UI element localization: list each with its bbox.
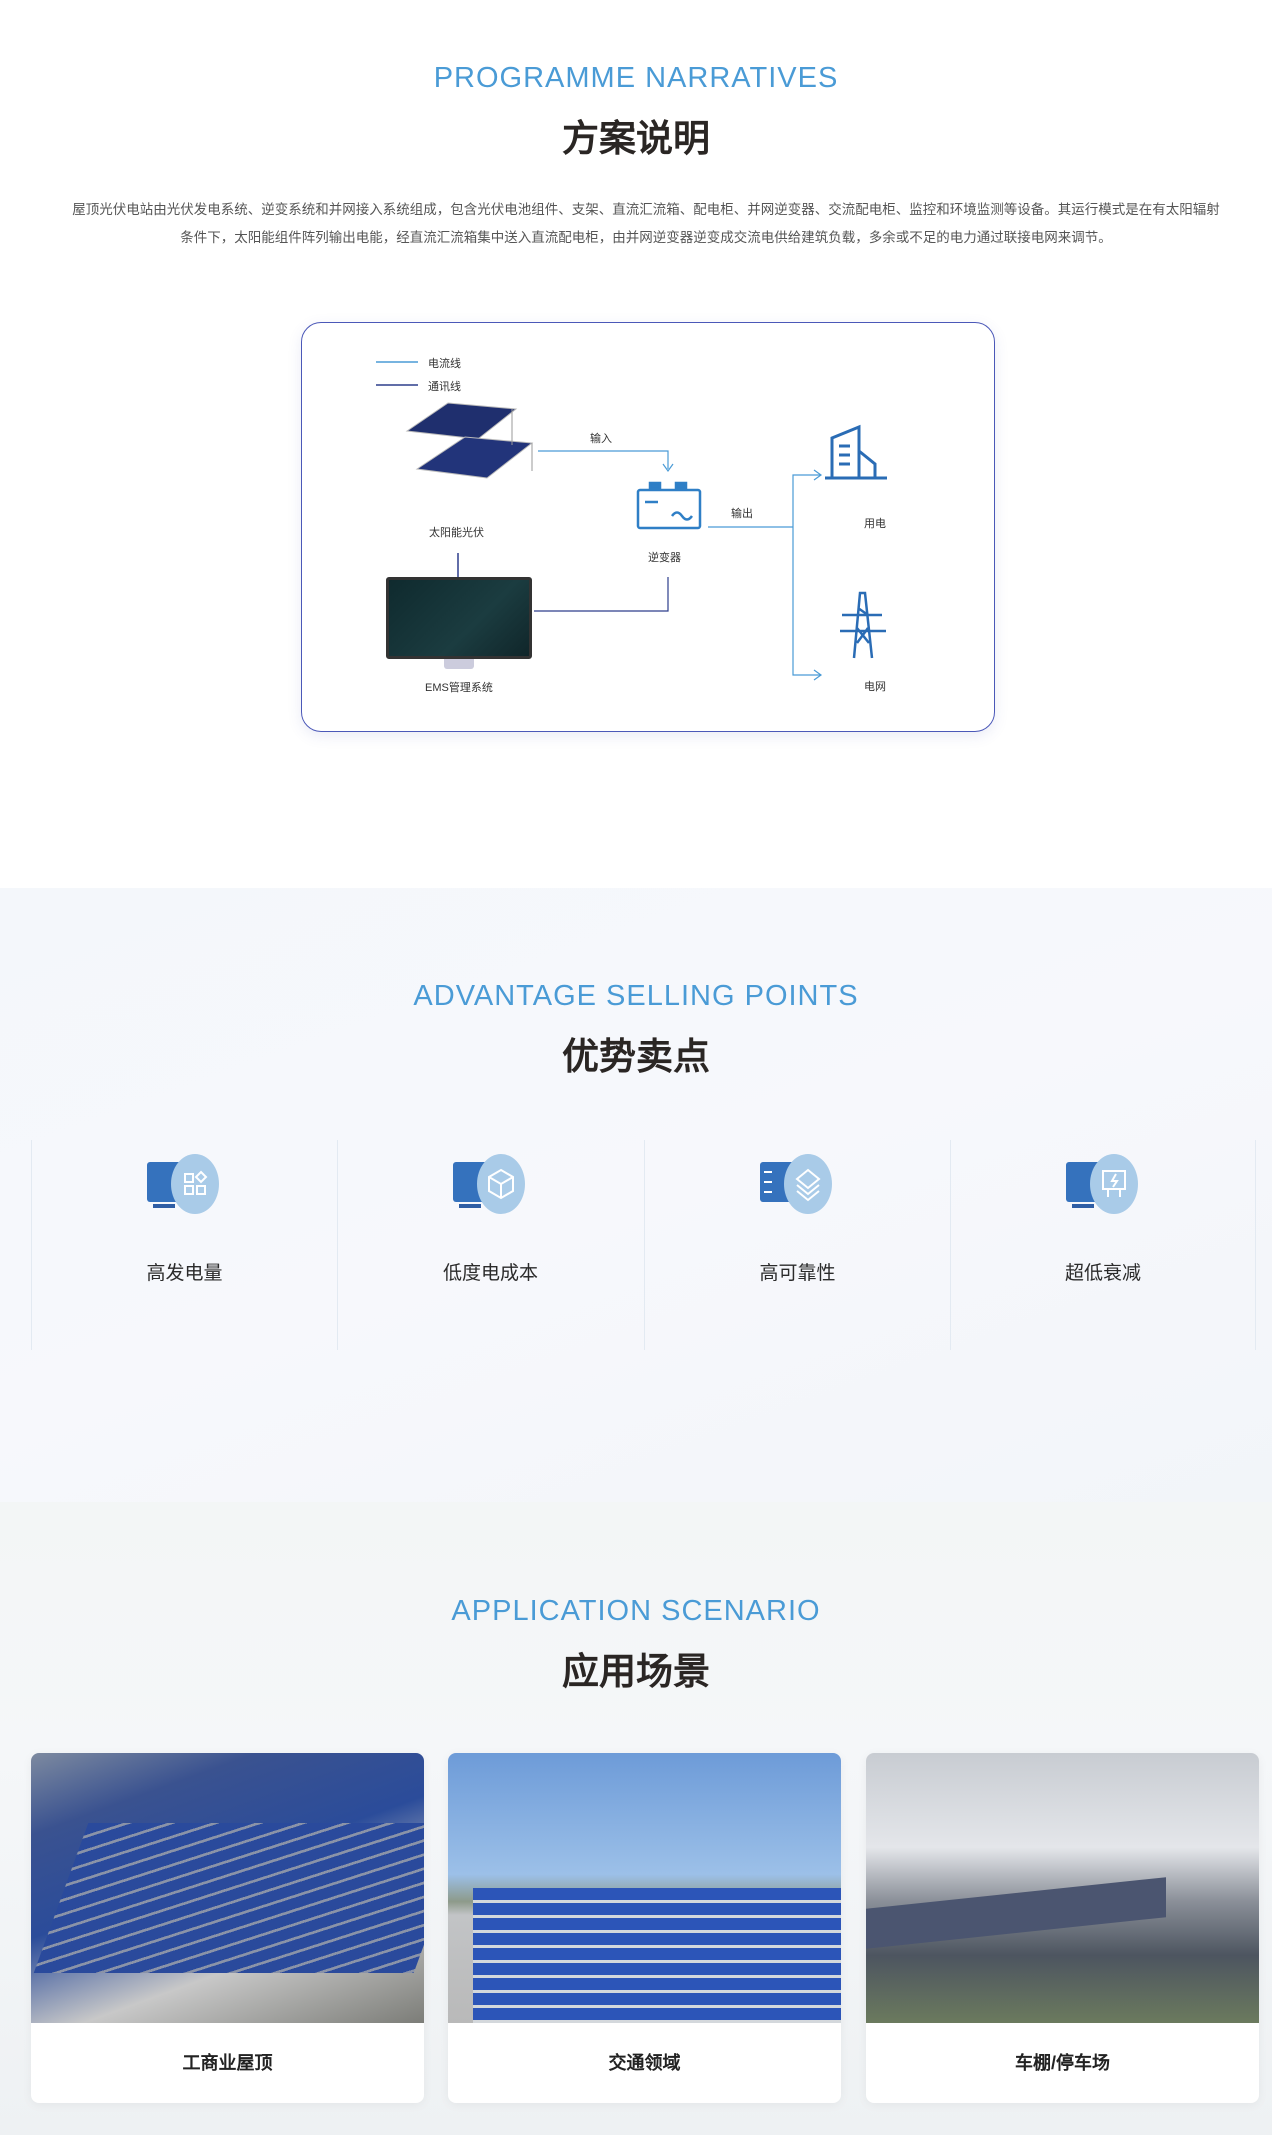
inverter-label: 逆变器	[648, 552, 681, 564]
scenario-label: 车棚/停车场	[1014, 2053, 1110, 2073]
advantage-label: 低度电成本	[442, 1263, 538, 1284]
advantage-item: 超低衰减	[950, 1140, 1256, 1350]
advantage-item: 高可靠性	[644, 1140, 950, 1350]
programme-description: 屋顶光伏电站由光伏发电系统、逆变系统和并网接入系统组成，包含光伏电池组件、支架、…	[30, 196, 1262, 252]
scenario-card[interactable]: 交通领域	[448, 1753, 841, 2103]
ems-label: EMS管理系统	[425, 682, 493, 694]
input-arrow	[538, 450, 669, 469]
advantage-label: 高发电量	[146, 1263, 223, 1284]
solar-panel-icon	[405, 402, 534, 479]
advantage-label: 超低衰减	[1064, 1263, 1141, 1284]
advantage-item: 低度电成本	[337, 1140, 643, 1350]
rooftop-photo	[31, 1753, 424, 2023]
scenarios-cn-title: 应用场景	[562, 1651, 710, 1692]
description-line: 条件下，太阳能组件阵列输出电能，经直流汇流箱集中送入直流配电柜，由并网逆变器逆变…	[180, 230, 1112, 245]
cube-icon	[453, 1154, 525, 1214]
advantage-label: 高可靠性	[759, 1263, 836, 1284]
advantages-cn-title: 优势卖点	[562, 1036, 710, 1077]
grid-apps-icon	[147, 1154, 219, 1214]
programme-cn-title: 方案说明	[562, 118, 710, 159]
output-branch	[792, 474, 821, 676]
input-label: 输入	[590, 433, 612, 445]
advantages-en-title: ADVANTAGE SELLING POINTS	[413, 980, 859, 1012]
scenarios-en-title: APPLICATION SCENARIO	[451, 1595, 821, 1627]
load-label: 用电	[864, 518, 886, 530]
system-diagram: 电流线 通讯线 输入 输出 太阳能光伏 逆变器 用电 电网 EMS管理系统	[301, 322, 995, 732]
solar-label: 太阳能光伏	[429, 527, 484, 539]
programme-en-title: PROGRAMME NARRATIVES	[433, 62, 839, 94]
scenario-label: 工商业屋顶	[182, 2053, 273, 2073]
scenario-card[interactable]: 工商业屋顶	[31, 1753, 424, 2103]
building-icon	[825, 424, 887, 480]
scenario-label: 交通领域	[608, 2053, 681, 2073]
description-line: 屋顶光伏电站由光伏发电系统、逆变系统和并网接入系统组成，包含光伏电池组件、支架、…	[72, 202, 1220, 217]
legend-current-label: 电流线	[428, 358, 461, 370]
monitor-stand	[444, 659, 474, 669]
output-label: 输出	[731, 508, 753, 520]
ems-inverter-link	[534, 577, 669, 612]
transport-photo	[448, 1753, 841, 2023]
ems-monitor-icon	[386, 577, 532, 659]
grid-label: 电网	[864, 681, 886, 693]
power-tower-icon	[840, 591, 886, 659]
diagram-lines	[376, 361, 887, 681]
scenario-card[interactable]: 车棚/停车场	[866, 1753, 1259, 2103]
legend-comm-label: 通讯线	[428, 381, 461, 393]
layers-icon	[760, 1154, 832, 1214]
advantage-item: 高发电量	[31, 1140, 337, 1350]
lightning-board-icon	[1066, 1154, 1138, 1214]
carport-photo	[866, 1753, 1259, 2023]
inverter-icon	[636, 481, 702, 530]
